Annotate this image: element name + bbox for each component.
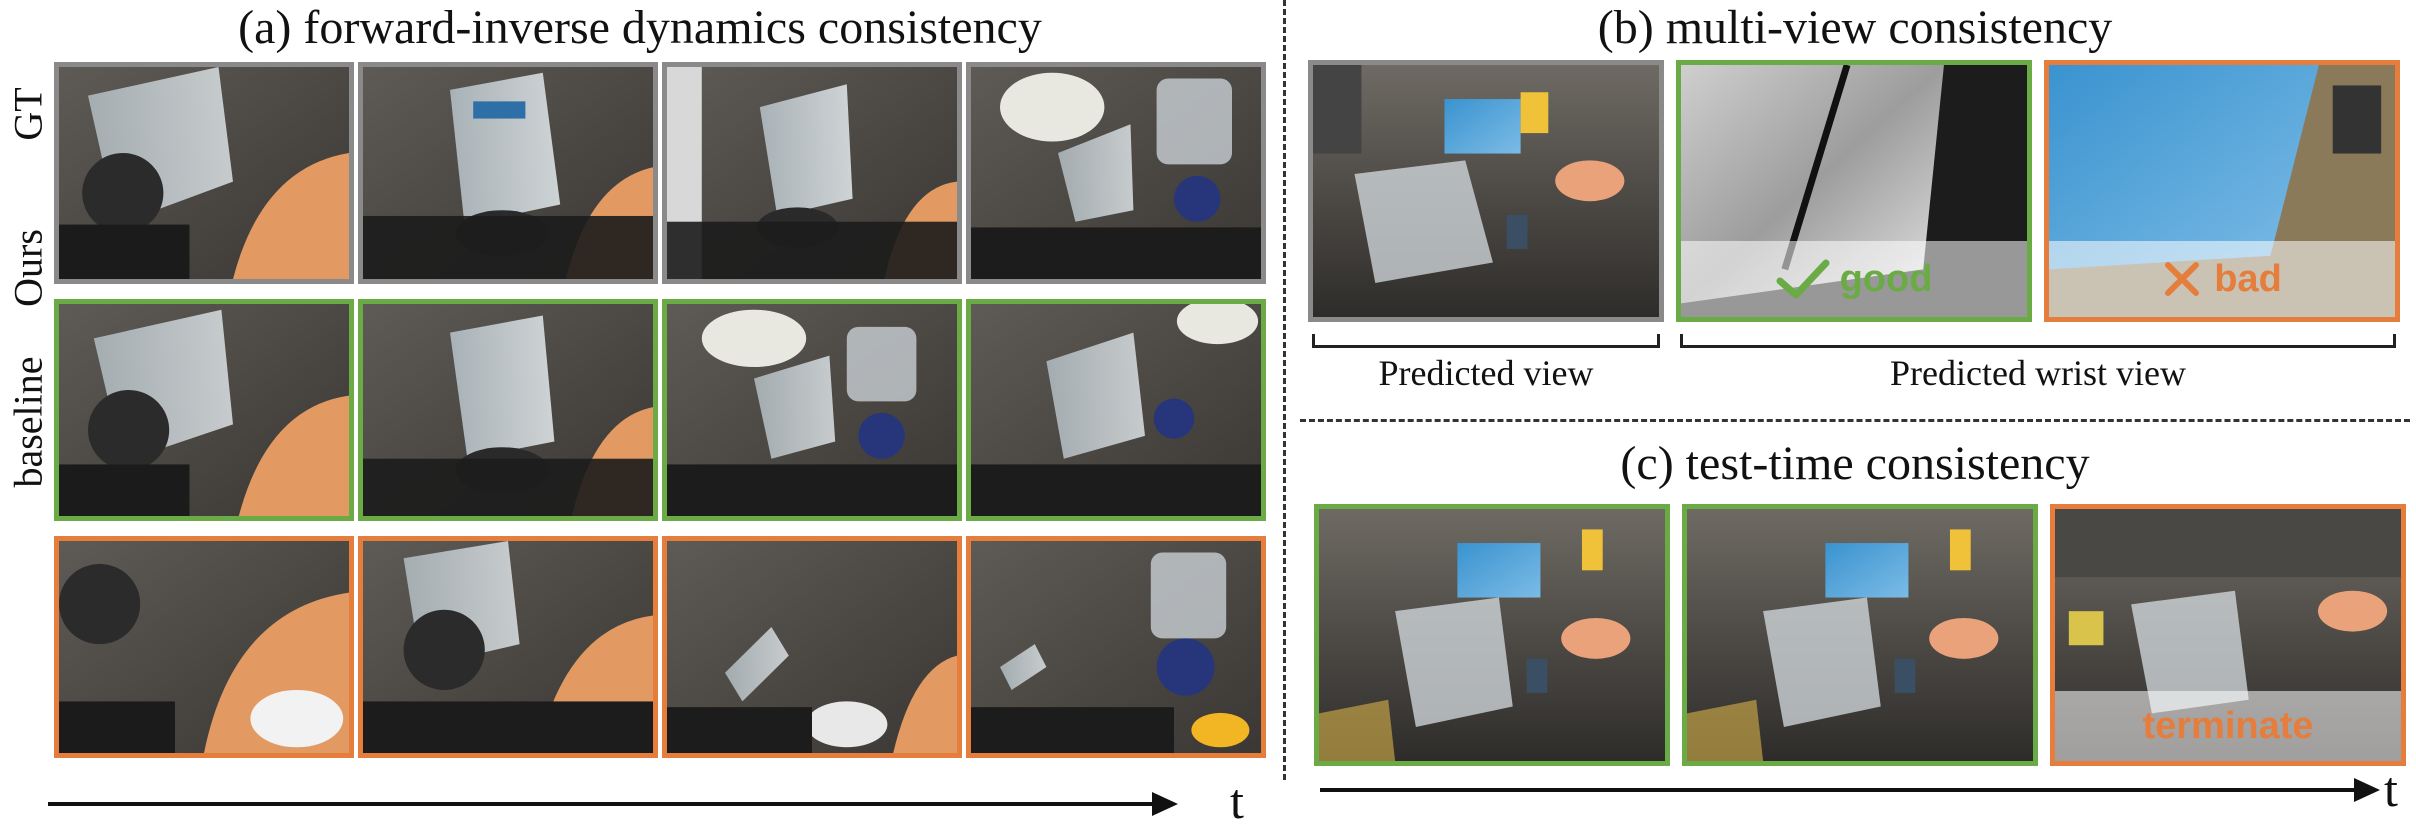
terminate-label: terminate xyxy=(2142,704,2314,747)
time-axis-c xyxy=(1320,788,2360,792)
wrist-view-good-frame: good xyxy=(1676,60,2032,322)
ours-frame-4 xyxy=(966,299,1266,521)
panel-a-grid xyxy=(54,62,1266,762)
baseline-frame-4 xyxy=(966,536,1266,758)
good-overlay: good xyxy=(1681,241,2027,317)
gt-frame-4 xyxy=(966,62,1266,284)
baseline-frame-1 xyxy=(54,536,354,758)
wrist-view-bad-frame: bad xyxy=(2044,60,2400,322)
time-axis-c-label: t xyxy=(2384,761,2398,817)
row-label-ours: Ours xyxy=(5,229,51,307)
horizontal-divider xyxy=(1300,419,2410,422)
row-label-gt: GT xyxy=(5,87,51,141)
time-axis-a-arrowhead xyxy=(1152,792,1178,816)
gt-frame-2 xyxy=(358,62,658,284)
test-time-frame-1 xyxy=(1314,504,1670,766)
cross-icon xyxy=(2165,262,2200,296)
baseline-frame-3 xyxy=(662,536,962,758)
terminate-overlay: terminate xyxy=(2055,691,2401,761)
panel-a-title: (a) forward-inverse dynamics consistency xyxy=(238,1,1042,54)
panel-c-title: (c) test-time consistency xyxy=(1620,437,2090,490)
bad-overlay: bad xyxy=(2049,241,2395,317)
bad-label: bad xyxy=(2214,257,2282,300)
test-time-frame-3: terminate xyxy=(2050,504,2406,766)
predicted-view-bracket xyxy=(1312,334,1660,348)
wrist-view-caption: Predicted wrist view xyxy=(1890,353,2186,393)
good-label: good xyxy=(1839,257,1933,300)
row-label-baseline: baseline xyxy=(5,356,51,488)
check-icon xyxy=(1776,259,1830,299)
vertical-divider xyxy=(1283,0,1286,780)
gt-frame-3 xyxy=(662,62,962,284)
panel-b-title: (b) multi-view consistency xyxy=(1597,1,2113,54)
predicted-view-frame xyxy=(1308,60,1664,322)
time-axis-a-label: t xyxy=(1230,773,1244,829)
predicted-view-caption: Predicted view xyxy=(1378,353,1594,393)
baseline-frame-2 xyxy=(358,536,658,758)
ours-frame-2 xyxy=(358,299,658,521)
time-axis-a xyxy=(48,802,1158,806)
test-time-frame-2 xyxy=(1682,504,2038,766)
ours-frame-3 xyxy=(662,299,962,521)
time-axis-c-arrowhead xyxy=(2354,778,2380,802)
wrist-view-bracket xyxy=(1680,334,2396,348)
gt-frame-1 xyxy=(54,62,354,284)
ours-frame-1 xyxy=(54,299,354,521)
